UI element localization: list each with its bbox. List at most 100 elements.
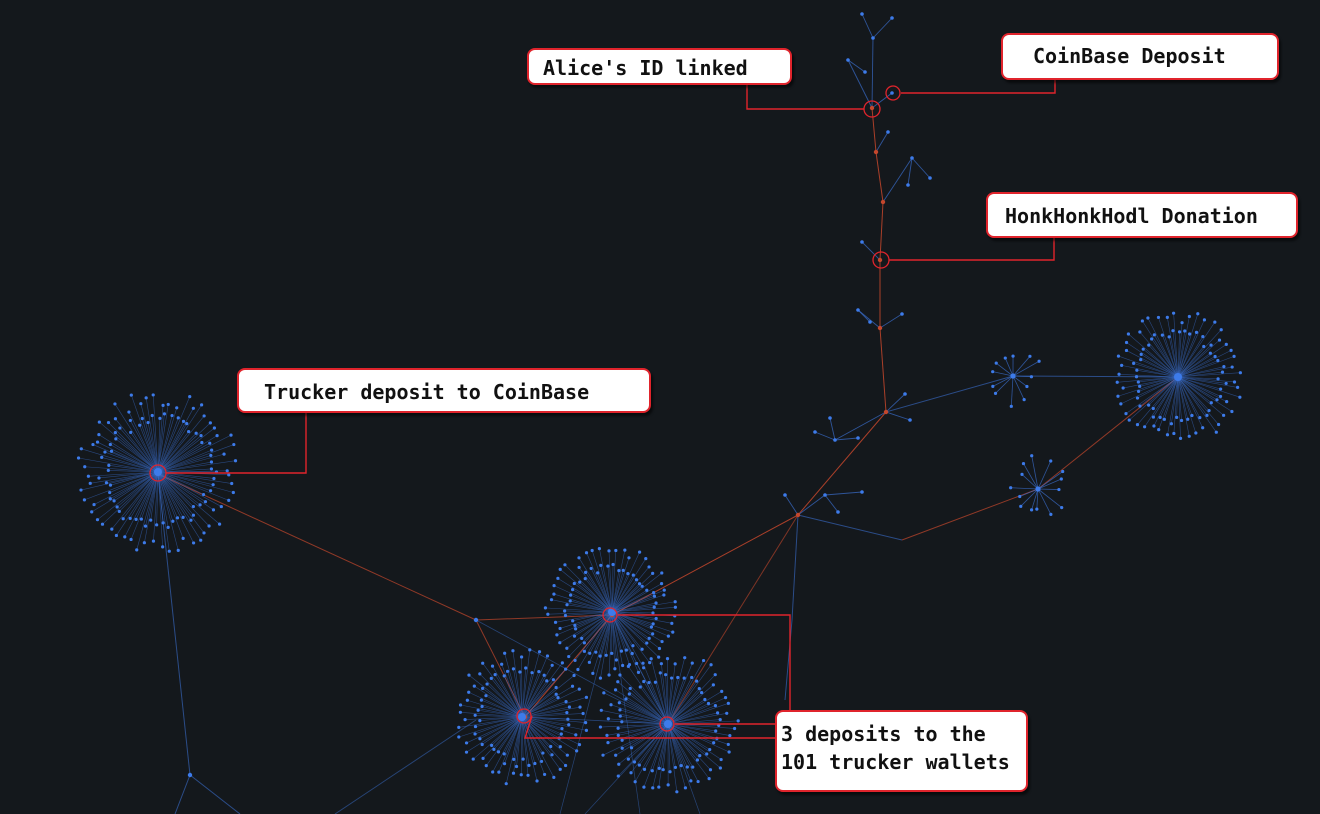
node	[1222, 413, 1226, 417]
edge	[513, 668, 523, 718]
edge	[871, 37, 874, 109]
node	[458, 703, 463, 707]
node	[683, 786, 688, 790]
node	[1216, 358, 1220, 363]
edge	[157, 435, 202, 473]
node	[613, 667, 617, 671]
node	[149, 518, 153, 522]
edge	[474, 716, 523, 735]
edge	[611, 606, 676, 613]
edge	[667, 723, 714, 744]
edge	[1177, 322, 1183, 378]
node	[473, 617, 479, 623]
edge	[572, 589, 613, 613]
node	[618, 714, 622, 718]
edge	[115, 418, 159, 473]
node	[543, 606, 548, 610]
edge	[136, 471, 159, 550]
node	[657, 655, 661, 659]
node	[1010, 373, 1016, 379]
edge	[521, 662, 563, 718]
node	[614, 548, 618, 553]
node	[150, 413, 154, 418]
node	[200, 440, 204, 445]
node	[464, 750, 469, 754]
edge	[157, 396, 190, 473]
edge	[791, 514, 799, 621]
edge	[465, 716, 523, 720]
node	[530, 671, 534, 675]
edge	[97, 471, 159, 520]
edge	[611, 557, 630, 613]
node	[457, 735, 461, 739]
edge	[1177, 376, 1201, 418]
node	[627, 692, 631, 696]
edge	[157, 408, 194, 473]
edge	[660, 672, 669, 725]
node	[97, 420, 101, 424]
node	[112, 499, 116, 503]
edge	[91, 471, 159, 513]
node	[118, 426, 122, 430]
node	[563, 609, 567, 613]
node	[502, 674, 506, 678]
edge	[1004, 357, 1014, 377]
node	[617, 701, 621, 705]
node	[673, 662, 677, 666]
edge	[482, 716, 523, 759]
node	[569, 593, 573, 597]
node	[1202, 344, 1206, 349]
edge	[872, 17, 893, 39]
node	[647, 636, 651, 640]
edge	[521, 716, 568, 756]
node	[485, 682, 489, 686]
edge	[1147, 317, 1179, 378]
edge	[847, 59, 866, 73]
edge	[157, 433, 197, 473]
node	[1201, 334, 1205, 339]
node	[627, 556, 631, 560]
node	[1171, 329, 1175, 333]
edge	[784, 494, 799, 516]
node	[1115, 380, 1119, 384]
edge	[847, 59, 873, 109]
node	[465, 698, 469, 702]
node	[602, 691, 606, 695]
edge	[98, 471, 159, 479]
node	[128, 418, 132, 423]
node	[211, 508, 216, 512]
edge	[1125, 376, 1179, 414]
node	[613, 688, 618, 692]
node	[106, 420, 111, 425]
edge	[492, 665, 523, 718]
edge	[140, 403, 159, 473]
edge	[521, 716, 530, 766]
edge	[524, 614, 613, 718]
node	[554, 685, 558, 690]
node	[91, 442, 95, 447]
node	[106, 468, 110, 473]
node	[1174, 373, 1182, 381]
node	[607, 673, 611, 677]
edge	[141, 418, 159, 473]
node	[1035, 486, 1041, 492]
edge	[479, 673, 523, 718]
node	[138, 423, 142, 427]
edge	[157, 471, 194, 544]
node	[610, 651, 614, 655]
edge	[157, 471, 210, 527]
node	[598, 654, 602, 658]
node	[618, 673, 622, 677]
node	[570, 684, 575, 688]
node	[560, 726, 564, 731]
node	[1177, 330, 1182, 334]
node	[597, 547, 601, 551]
node	[652, 591, 656, 595]
node	[161, 403, 165, 407]
node	[1156, 315, 1161, 320]
node	[194, 431, 198, 435]
edge	[111, 471, 159, 530]
edge	[157, 404, 169, 473]
